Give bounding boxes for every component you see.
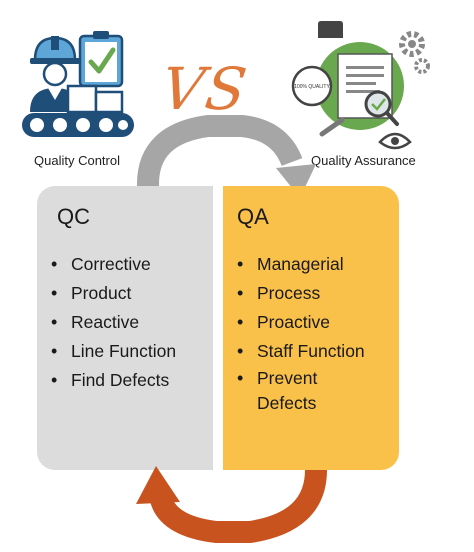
list-item: Process bbox=[237, 279, 367, 308]
bottom-cycle-arrow bbox=[136, 466, 327, 543]
qc-list: Corrective Product Reactive Line Functio… bbox=[51, 250, 176, 395]
qa-list: Managerial Process Proactive Staff Funct… bbox=[237, 250, 367, 416]
list-item: Prevent Defects bbox=[237, 366, 367, 416]
top-cycle-arrow bbox=[137, 115, 316, 198]
qc-panel: QC Corrective Product Reactive Line Func… bbox=[37, 186, 213, 470]
list-item: Corrective bbox=[51, 250, 176, 279]
quality-control-caption: Quality Control bbox=[34, 153, 120, 168]
list-item: Reactive bbox=[51, 308, 176, 337]
quality-assurance-icon: 100% QUALITY bbox=[291, 21, 430, 150]
quality-control-icon bbox=[22, 31, 134, 137]
list-item: Proactive bbox=[237, 308, 367, 337]
list-item: Staff Function bbox=[237, 337, 367, 366]
quality-assurance-caption: Quality Assurance bbox=[311, 153, 416, 168]
qc-title: QC bbox=[57, 204, 90, 229]
list-item: Find Defects bbox=[51, 366, 176, 395]
list-item: Product bbox=[51, 279, 176, 308]
quality-badge-text: 100% QUALITY bbox=[294, 84, 330, 90]
qa-title: QA bbox=[237, 204, 269, 229]
list-item: Managerial bbox=[237, 250, 367, 279]
qa-panel: QA Managerial Process Proactive Staff Fu… bbox=[223, 186, 399, 470]
list-item: Line Function bbox=[51, 337, 176, 366]
